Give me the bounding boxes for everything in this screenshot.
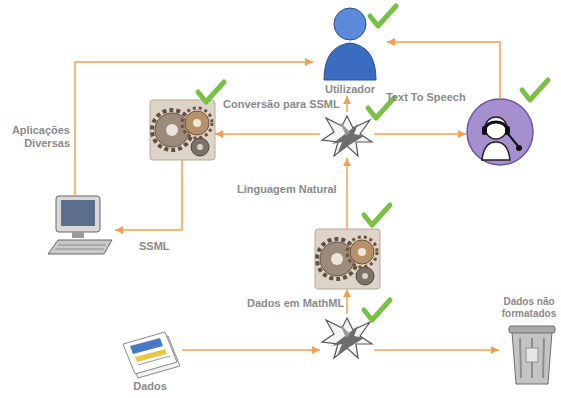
trash-icon xyxy=(509,326,555,384)
node-label: Dados não formatados xyxy=(499,296,559,320)
flow-arrow xyxy=(346,158,348,229)
gear-image xyxy=(315,229,380,289)
flow-arrow xyxy=(75,62,313,195)
speech-node: Text To Speech xyxy=(466,99,534,165)
gear-process xyxy=(150,100,215,160)
edge-label: Aplicações Diversas xyxy=(5,124,71,150)
flow-arrow xyxy=(374,349,499,351)
check-mark xyxy=(370,6,396,26)
computer-icon xyxy=(48,196,112,254)
check-mark xyxy=(364,205,390,225)
documents-icon xyxy=(123,332,180,378)
converter-process xyxy=(320,314,374,360)
tts-icon xyxy=(467,99,533,165)
converter-image xyxy=(322,116,372,156)
data-node: Dados xyxy=(118,332,182,393)
user-node: Utilizador xyxy=(313,3,387,96)
edge-label: Dados em MathML xyxy=(246,297,345,310)
check-mark xyxy=(364,300,390,320)
edge-label: SSML xyxy=(138,240,171,253)
flow-arrow xyxy=(215,133,320,135)
gear-image xyxy=(150,100,215,160)
flow-arrow xyxy=(115,160,182,230)
node-label: Text To Speech xyxy=(386,91,466,104)
flow-arrow xyxy=(387,42,500,99)
flow-arrow xyxy=(374,133,466,135)
node-label: Utilizador xyxy=(325,83,375,96)
flow-arrow xyxy=(346,289,348,314)
converter-image xyxy=(322,318,372,358)
check-mark xyxy=(198,82,224,102)
edge-label: Linguagem Natural xyxy=(236,183,338,196)
trash-node: Dados não formatados xyxy=(499,296,559,382)
gear-process xyxy=(315,229,380,289)
edge-label: Conversão para SSML xyxy=(222,98,341,111)
node-label: Dados xyxy=(133,380,167,393)
user-icon xyxy=(324,8,376,80)
check-mark xyxy=(522,80,548,100)
converter-process xyxy=(320,112,374,158)
computer-node xyxy=(45,195,115,257)
flow-arrow xyxy=(346,96,348,112)
flow-arrow xyxy=(182,349,320,351)
